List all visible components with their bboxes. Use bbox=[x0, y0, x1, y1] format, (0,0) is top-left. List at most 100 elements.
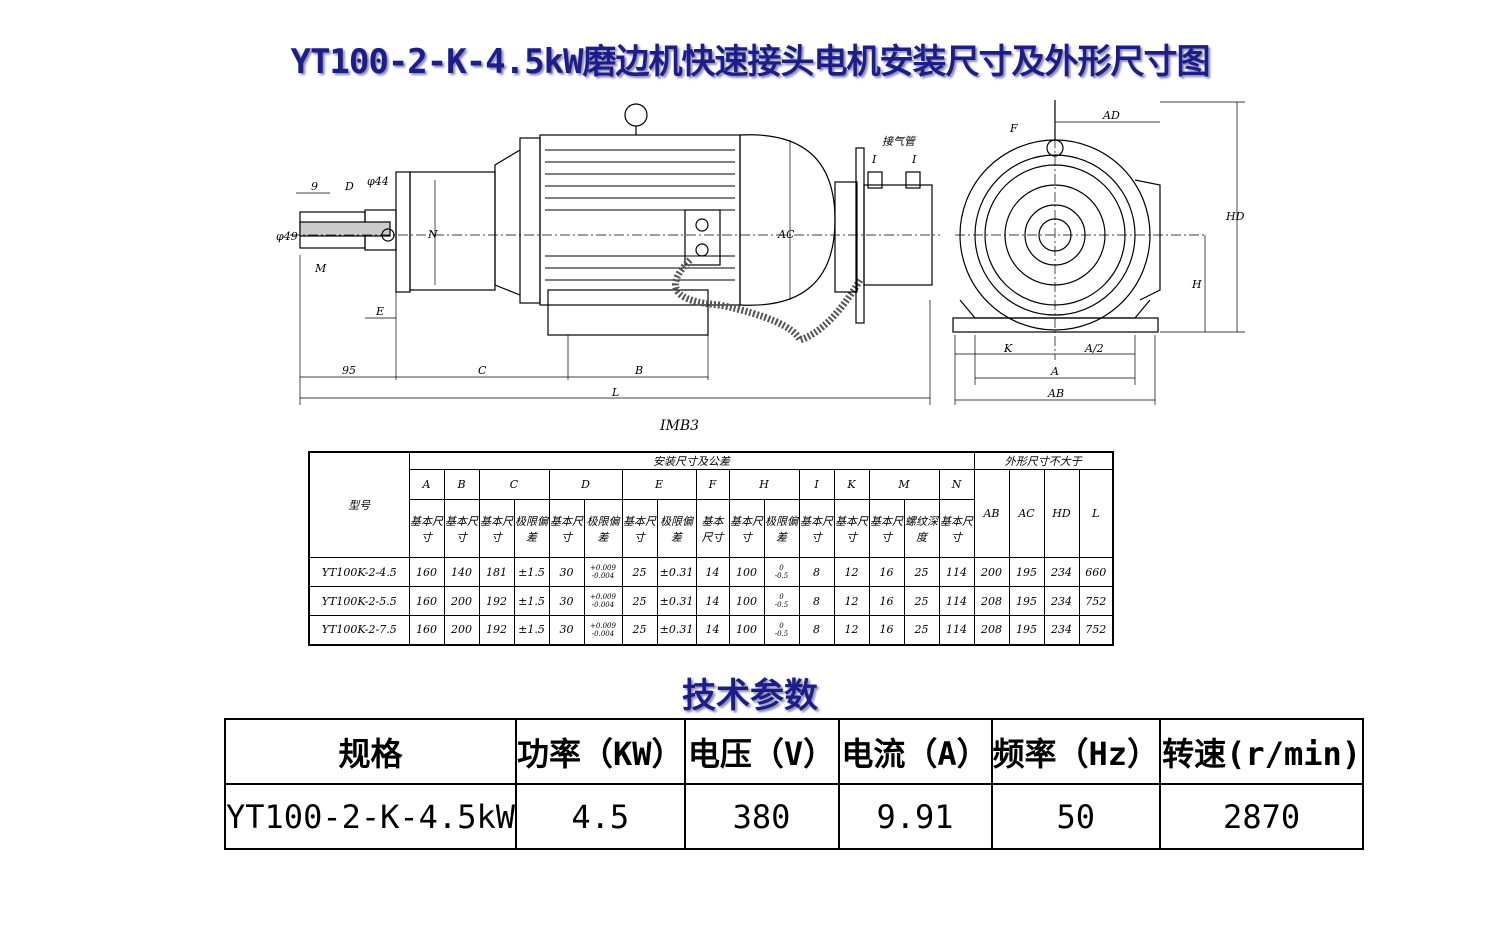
table-cell: 208 bbox=[973, 615, 1010, 645]
tech-header: 规格 bbox=[224, 718, 517, 785]
table-cell: 200 bbox=[443, 615, 480, 645]
side-view bbox=[290, 103, 940, 405]
sub-header: 基本尺寸 bbox=[833, 499, 870, 558]
model-cell: YT100K-2-5.5 bbox=[308, 586, 410, 616]
table-cell: 12 bbox=[833, 615, 870, 645]
group-header-outer: 外形尺寸不大于 bbox=[973, 451, 1114, 470]
table-cell: 195 bbox=[1008, 586, 1045, 616]
table-cell: 30 bbox=[548, 615, 585, 645]
letter-header: K bbox=[833, 469, 870, 500]
outer-header: HD bbox=[1043, 469, 1080, 558]
table-cell: 16 bbox=[868, 557, 905, 587]
dim-B: B bbox=[634, 364, 643, 377]
outer-header: L bbox=[1078, 469, 1114, 558]
dim-A-half: A/2 bbox=[1084, 342, 1104, 355]
table-cell: 25 bbox=[621, 586, 658, 616]
letter-header: D bbox=[548, 469, 623, 500]
letter-header: F bbox=[695, 469, 730, 500]
table-cell: 12 bbox=[833, 586, 870, 616]
dim-AD: AD bbox=[1102, 109, 1120, 122]
table-cell: +0.009-0.004 bbox=[583, 615, 623, 645]
table-cell: 100 bbox=[728, 615, 765, 645]
letter-header: A bbox=[408, 469, 445, 500]
table-cell: 25 bbox=[621, 557, 658, 587]
table-cell: ±1.5 bbox=[513, 615, 550, 645]
table-cell: 160 bbox=[408, 615, 445, 645]
table-cell: 25 bbox=[903, 557, 940, 587]
dim-L: L bbox=[611, 386, 619, 399]
air-pipe-label: 接气管 bbox=[882, 135, 917, 148]
table-cell: 8 bbox=[798, 557, 835, 587]
letter-header: N bbox=[938, 469, 975, 500]
sub-header: 基本尺寸 bbox=[478, 499, 515, 558]
table-cell: ±0.31 bbox=[656, 557, 697, 587]
group-header-install: 安装尺寸及公差 bbox=[408, 451, 975, 470]
letter-header: M bbox=[868, 469, 940, 500]
sub-header: 极限偏差 bbox=[656, 499, 697, 558]
sub-header: 极限偏差 bbox=[763, 499, 800, 558]
table-cell: 114 bbox=[938, 586, 975, 616]
table-cell: 200 bbox=[973, 557, 1010, 587]
sub-header: 基本尺寸 bbox=[728, 499, 765, 558]
tech-header: 电压（V） bbox=[683, 718, 840, 785]
dim-HD: HD bbox=[1225, 210, 1245, 223]
table-cell: 114 bbox=[938, 557, 975, 587]
model-cell: YT100K-2-7.5 bbox=[308, 615, 410, 645]
sub-header: 基本尺寸 bbox=[548, 499, 585, 558]
sub-header: 极限偏差 bbox=[513, 499, 550, 558]
dim-F: F bbox=[1009, 122, 1018, 135]
table-cell: +0.009-0.004 bbox=[583, 586, 623, 616]
tech-value: 50 bbox=[990, 783, 1162, 850]
table-cell: 25 bbox=[903, 615, 940, 645]
dim-I1: I bbox=[871, 153, 877, 166]
letter-header: H bbox=[728, 469, 800, 500]
tech-header: 功率（KW） bbox=[514, 718, 686, 785]
tech-value: 2870 bbox=[1159, 783, 1365, 850]
dim-AB: AB bbox=[1047, 387, 1064, 400]
letter-header: I bbox=[798, 469, 835, 500]
sub-header: 基本尺寸 bbox=[868, 499, 905, 558]
letter-header: E bbox=[621, 469, 697, 500]
motor-drawing: 9 D φ44 φ49 M E N AC 接气管 I I 95 C B L F … bbox=[276, 100, 1245, 405]
table-cell: ±1.5 bbox=[513, 557, 550, 587]
dim-phi44: φ44 bbox=[367, 175, 389, 188]
table-cell: 25 bbox=[621, 615, 658, 645]
table-cell: 160 bbox=[408, 557, 445, 587]
table-cell: 0-0.5 bbox=[763, 615, 800, 645]
table-cell: 0-0.5 bbox=[763, 557, 800, 587]
table-cell: 234 bbox=[1043, 557, 1080, 587]
table-cell: 195 bbox=[1008, 615, 1045, 645]
sub-header: 基本尺寸 bbox=[621, 499, 658, 558]
tech-header: 电流（A） bbox=[837, 718, 993, 785]
table-cell: 14 bbox=[695, 557, 730, 587]
table-cell: ±0.31 bbox=[656, 586, 697, 616]
tech-value: 4.5 bbox=[514, 783, 686, 850]
letter-header: B bbox=[443, 469, 480, 500]
table-cell: 181 bbox=[478, 557, 515, 587]
table-cell: 0-0.5 bbox=[763, 586, 800, 616]
table-cell: 14 bbox=[695, 586, 730, 616]
dim-M: M bbox=[314, 262, 327, 275]
dim-C: C bbox=[478, 364, 487, 377]
table-cell: 192 bbox=[478, 586, 515, 616]
table-cell: 752 bbox=[1078, 586, 1114, 616]
dim-E: E bbox=[375, 305, 384, 318]
dim-I2: I bbox=[911, 153, 917, 166]
table-cell: 16 bbox=[868, 615, 905, 645]
dim-phi49: φ49 bbox=[276, 230, 298, 243]
table-cell: 25 bbox=[903, 586, 940, 616]
tech-value: 380 bbox=[683, 783, 840, 850]
dim-N: N bbox=[427, 228, 438, 241]
table-cell: 100 bbox=[728, 557, 765, 587]
table-cell: 192 bbox=[478, 615, 515, 645]
table-cell: 140 bbox=[443, 557, 480, 587]
tech-header: 频率（Hz） bbox=[990, 718, 1162, 785]
table-cell: 30 bbox=[548, 586, 585, 616]
table-cell: 208 bbox=[973, 586, 1010, 616]
sub-header: 基本尺寸 bbox=[938, 499, 975, 558]
table-cell: 114 bbox=[938, 615, 975, 645]
